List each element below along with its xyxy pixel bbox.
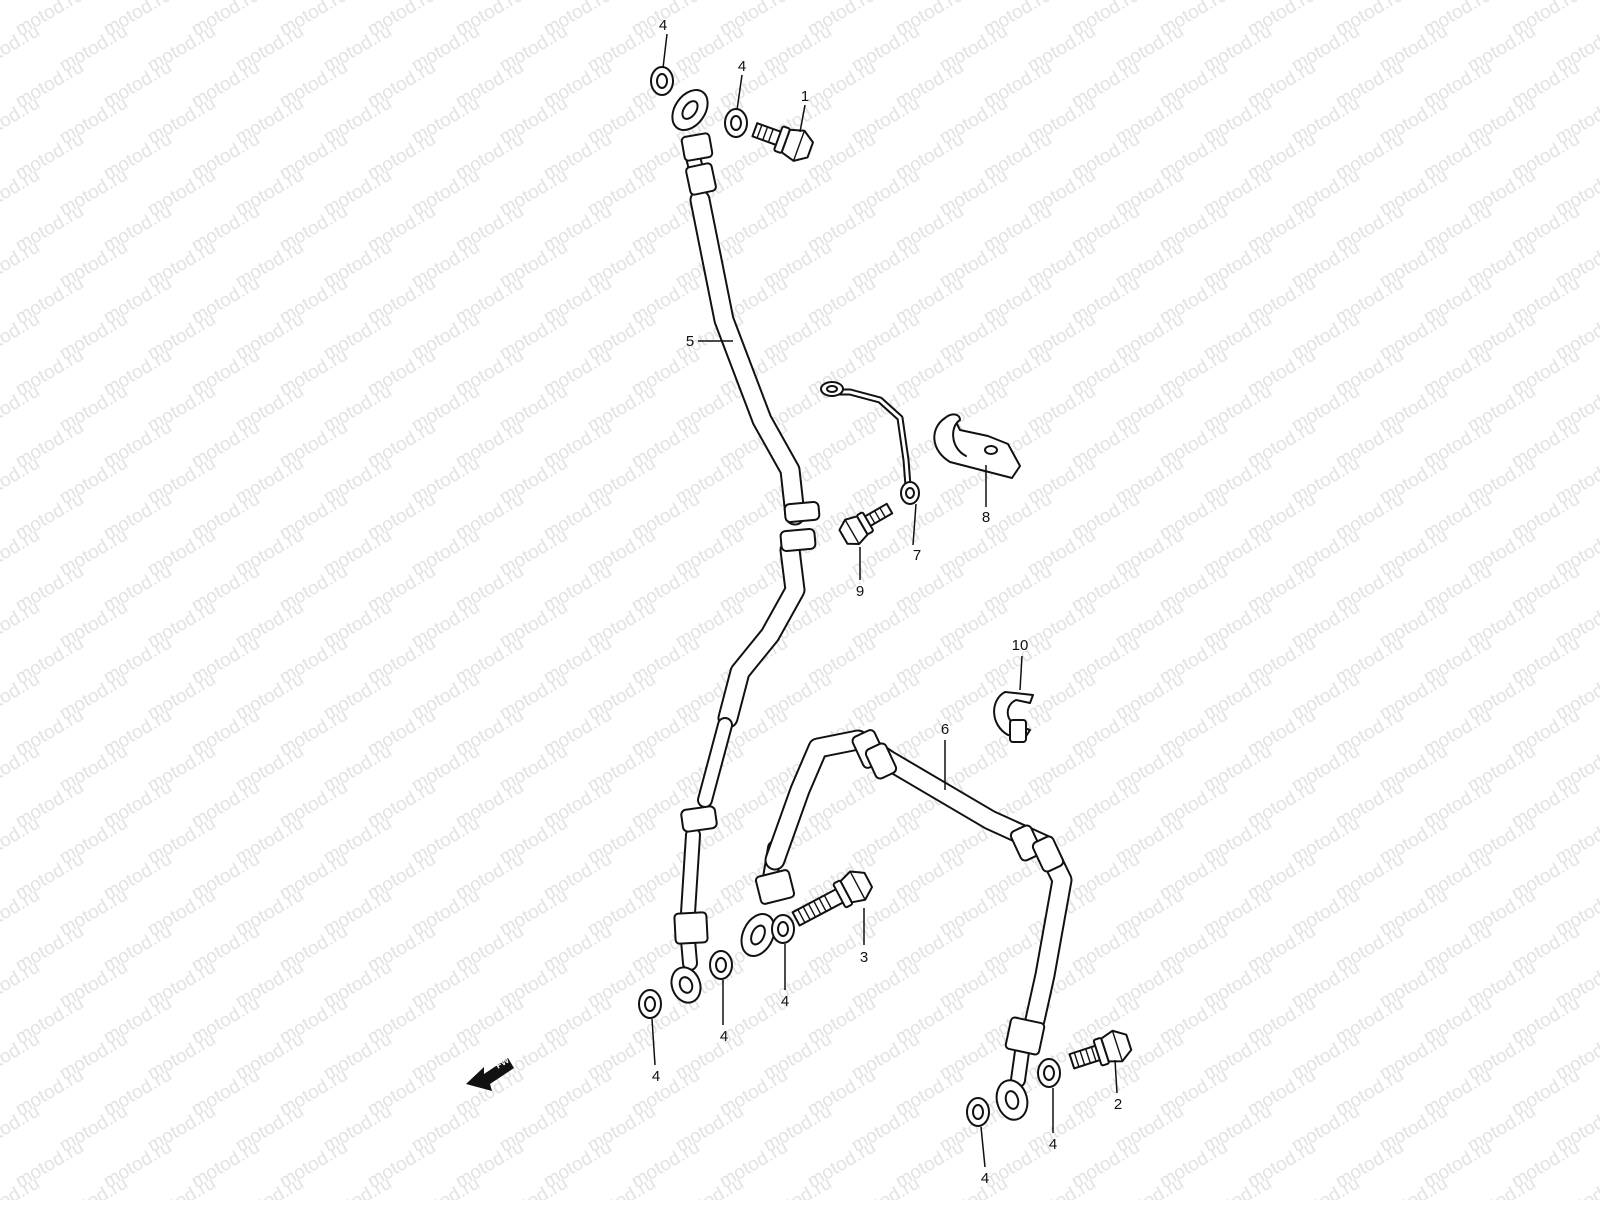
watermark-text: motod.ru	[0, 0, 43, 4]
watermark-text: motod.ru	[672, 1173, 747, 1200]
bolt-9	[838, 502, 894, 545]
watermark-text: motod.ru	[1552, 1173, 1600, 1200]
callout-7: 7	[913, 547, 921, 564]
watermark-text: motod.ru	[1024, 1173, 1099, 1200]
brake-hose-6	[740, 729, 1073, 1121]
watermark-text: motod.ru	[0, 165, 43, 221]
callout-8: 8	[982, 509, 990, 526]
watermark-text: motod.ru	[1596, 0, 1600, 40]
watermark-text: motod.ru	[0, 1101, 43, 1157]
watermark-text: motod.ru	[496, 1173, 571, 1200]
watermark-text: motod.ru	[0, 669, 43, 725]
watermark-text: motod.ru	[0, 93, 43, 149]
callout-1: 1	[801, 88, 809, 105]
callout-4: 4	[659, 17, 667, 34]
callout-4: 4	[738, 58, 746, 75]
watermark-text: motod.ru	[1200, 1173, 1275, 1200]
watermark-text: motod.ru	[1112, 1173, 1187, 1200]
clip-10	[993, 691, 1034, 743]
brake-hose-5	[670, 89, 821, 1004]
callout-4: 4	[652, 1068, 660, 1085]
callout-2: 2	[1114, 1096, 1122, 1113]
callout-4: 4	[981, 1170, 989, 1187]
union-bolt-3	[791, 870, 874, 927]
watermark-text: motod.ru	[1376, 1173, 1451, 1200]
watermark-text: motod.ru	[936, 1173, 1011, 1200]
union-bolt-2	[1068, 1029, 1133, 1070]
washers-4	[638, 66, 1061, 1127]
watermark-text: motod.ru	[1464, 1173, 1539, 1200]
watermark-text: motod.ru	[408, 1173, 483, 1200]
bracket-8	[933, 413, 1021, 479]
watermark-text: motod.ru	[0, 237, 43, 293]
callout-10: 10	[1012, 637, 1029, 654]
watermark-text: motod.ru	[232, 1173, 307, 1200]
callout-6: 6	[941, 721, 949, 738]
union-bolt-1	[751, 122, 814, 162]
callout-4: 4	[720, 1028, 728, 1045]
watermark-text: motod.ru	[144, 1173, 219, 1200]
watermark-text: motod.ru	[320, 1173, 395, 1200]
watermark-text: motod.ru	[0, 813, 43, 869]
watermark-text: motod.ru	[584, 1173, 659, 1200]
leader-lines	[651, 33, 1118, 1168]
watermark-text: motod.ru	[760, 1173, 835, 1200]
watermark-text: motod.ru	[0, 381, 43, 437]
watermark-text: motod.ru	[0, 525, 43, 581]
watermark-text: motod.ru	[0, 741, 43, 797]
callout-4: 4	[781, 993, 789, 1010]
watermark-text: motod.ru	[848, 1173, 923, 1200]
watermark-text: motod.ru	[0, 1029, 43, 1085]
callout-5: 5	[686, 333, 694, 350]
callout-3: 3	[860, 949, 868, 966]
callout-9: 9	[856, 583, 864, 600]
callout-4: 4	[1049, 1136, 1057, 1153]
hose-clamp-7	[820, 381, 920, 505]
watermark-text: motod.ru	[0, 21, 43, 77]
watermark-text: motod.ru	[0, 309, 43, 365]
callouts: 4 4 1 5 7 9 8 10 6 3 4 4 4 2 4 4	[652, 17, 1122, 1187]
watermark-text: motod.ru	[56, 1173, 131, 1200]
watermark-text: motod.ru	[0, 453, 43, 509]
watermark-text: motod.ru	[0, 957, 43, 1013]
watermark-text: motod.ru	[0, 597, 43, 653]
watermark-text: motod.ru	[1288, 1173, 1363, 1200]
watermark-text: motod.ru	[0, 885, 43, 941]
